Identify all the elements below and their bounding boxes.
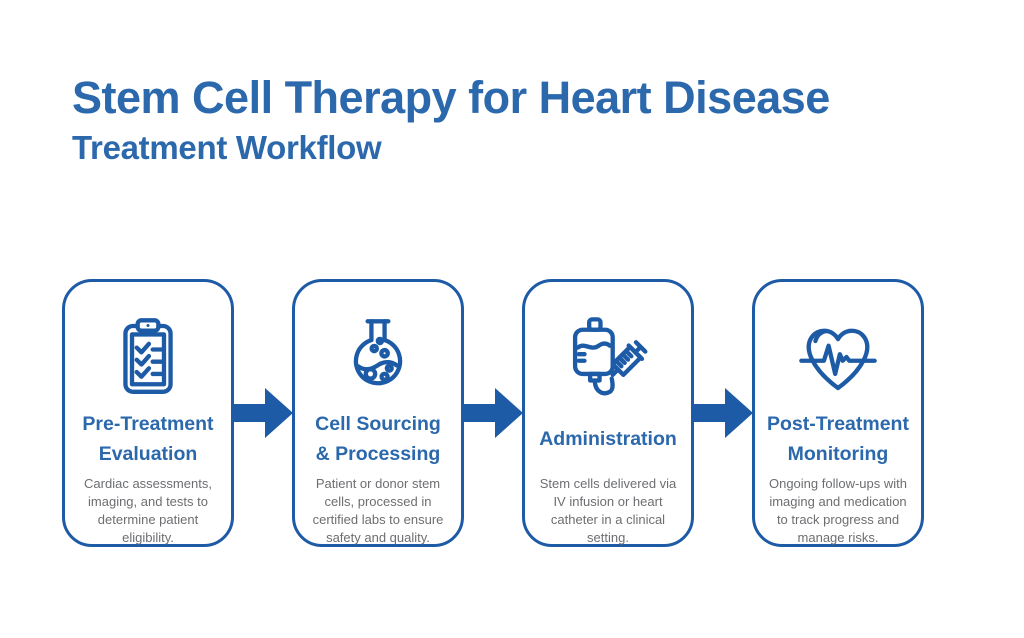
step-title: Pre-Treatment Evaluation (82, 408, 213, 470)
step-card-pre-treatment-evaluation: Pre-Treatment Evaluation Cardiac assessm… (62, 278, 234, 547)
step-title: Administration (539, 408, 677, 470)
arrow-right-icon (233, 387, 293, 438)
clipboard-checklist-icon (101, 310, 195, 404)
step-title: Cell Sourcing & Processing (315, 408, 441, 470)
step-description: Cardiac assessments, imaging, and tests … (84, 475, 212, 545)
workflow-row: Pre-Treatment Evaluation Cardiac assessm… (62, 278, 1024, 547)
step-card-post-treatment-monitoring: Post-Treatment Monitoring Ongoing follow… (752, 278, 924, 547)
page-subtitle: Treatment Workflow (72, 128, 382, 166)
step-title-line: Administration (539, 427, 677, 450)
flask-icon (331, 310, 425, 404)
step-title: Post-Treatment Monitoring (767, 408, 909, 470)
step-card-administration: Administration Stem cells delivered via … (522, 278, 694, 547)
step-description: Stem cells delivered via IV infusion or … (539, 475, 677, 545)
header: Stem Cell Therapy for Heart Disease Trea… (0, 0, 1024, 167)
step-title-line: Cell Sourcing (315, 412, 441, 435)
page-title: Stem Cell Therapy for Heart Disease (72, 72, 830, 123)
step-title-line: Monitoring (787, 442, 889, 465)
step-card-cell-sourcing-processing: Cell Sourcing & Processing Patient or do… (292, 278, 464, 547)
arrow-right-icon (463, 387, 523, 438)
step-title-line: Pre-Treatment (82, 412, 214, 435)
iv-bag-syringe-icon (561, 310, 655, 404)
arrow-right-icon (693, 387, 753, 438)
step-description: Ongoing follow-ups with imaging and medi… (768, 475, 908, 545)
step-title-line: & Processing (315, 442, 441, 465)
step-description: Patient or donor stem cells, processed i… (312, 475, 444, 545)
step-title-line: Post-Treatment (767, 412, 909, 435)
heart-ecg-icon (791, 310, 885, 404)
step-title-line: Evaluation (98, 442, 198, 465)
